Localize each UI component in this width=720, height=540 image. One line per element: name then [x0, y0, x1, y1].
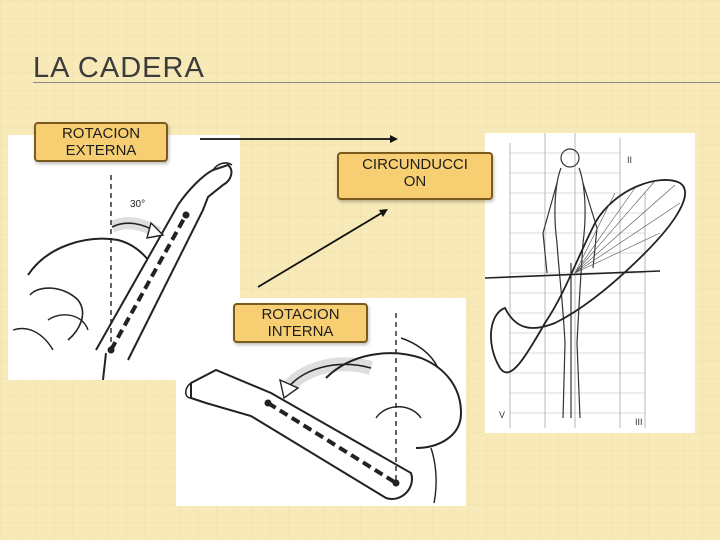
- circumduction-panel: II V III: [485, 133, 695, 433]
- circumduction-drawing: II V III: [485, 133, 695, 433]
- roman-ii-text: II: [627, 155, 632, 165]
- circumduction-label: CIRCUNDUCCI ON: [337, 152, 493, 200]
- roman-v-text: V: [499, 410, 505, 420]
- title-divider: [33, 82, 720, 83]
- external-rotation-label: ROTACION EXTERNA: [34, 122, 168, 162]
- external-angle-text: 30°: [130, 199, 145, 210]
- page-title: LA CADERA: [33, 52, 205, 85]
- internal-rotation-label: ROTACION INTERNA: [233, 303, 368, 343]
- roman-iii-text: III: [635, 417, 643, 427]
